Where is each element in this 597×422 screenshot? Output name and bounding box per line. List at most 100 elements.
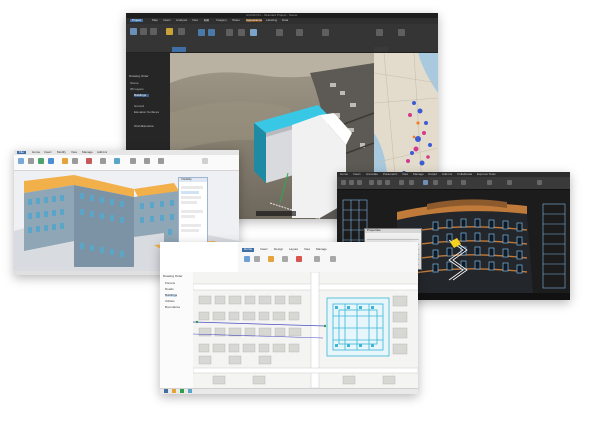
tab-manage[interactable]: Manage	[316, 248, 327, 251]
contents-item-world-elevation[interactable]: WorldElevation	[134, 125, 155, 128]
tab-manage[interactable]: Manage	[82, 151, 93, 154]
tab-analysis[interactable]: Analysis	[176, 19, 188, 22]
tab-view[interactable]: View	[304, 248, 311, 251]
tab-home[interactable]: Home	[242, 248, 255, 252]
dialog-row[interactable]	[181, 210, 203, 213]
tab-appearance[interactable]: Appearance	[246, 19, 263, 22]
property-row[interactable]	[367, 235, 419, 240]
window-icon[interactable]	[48, 158, 54, 164]
tab-parametric[interactable]: Parametric	[383, 173, 398, 176]
plan-map-view[interactable]	[193, 272, 418, 388]
contents-item-3d-layers[interactable]: 3D Layers	[130, 88, 144, 91]
tab-map[interactable]: Map	[152, 19, 158, 22]
curtain-icon[interactable]	[130, 158, 136, 164]
tab-view[interactable]: View	[192, 19, 199, 22]
move-icon[interactable]	[369, 180, 374, 185]
contents-item-elevation[interactable]: Elevation Surfaces	[134, 111, 160, 114]
line-icon[interactable]	[341, 180, 346, 185]
scene-view-tab[interactable]	[172, 47, 186, 52]
locate-icon[interactable]	[238, 29, 245, 36]
properties-icon[interactable]	[447, 180, 452, 185]
bookmarks-icon[interactable]	[140, 28, 147, 35]
export-icon[interactable]	[330, 256, 336, 262]
markup-icon[interactable]	[276, 29, 283, 36]
tab-labeling[interactable]: Labeling	[266, 19, 278, 22]
infographics-icon[interactable]	[250, 29, 257, 36]
plan-item-buildings[interactable]: Buildings	[165, 294, 178, 297]
tab-add-ins[interactable]: Add-ins	[442, 173, 453, 176]
copy-icon[interactable]	[377, 180, 382, 185]
measure-icon[interactable]	[226, 29, 233, 36]
dialog-row[interactable]	[181, 196, 201, 199]
polyline-icon[interactable]	[349, 180, 354, 185]
tab-modify[interactable]: Modify	[57, 151, 66, 154]
browser-icon[interactable]	[180, 389, 184, 393]
tab-collaborate[interactable]: Collaborate	[457, 173, 473, 176]
tab-design[interactable]: Design	[274, 248, 284, 251]
wall-icon[interactable]	[28, 158, 34, 164]
dialog-row[interactable]	[181, 201, 197, 204]
plan-item-utilities[interactable]: Utilities	[165, 300, 175, 303]
folder-icon[interactable]	[172, 389, 176, 393]
attributes-icon[interactable]	[208, 29, 215, 36]
sync-icon[interactable]	[376, 29, 383, 36]
record-icon[interactable]	[296, 256, 302, 262]
plan-item-boundaries[interactable]: Boundaries	[165, 306, 181, 309]
tab-imagery[interactable]: Imagery	[216, 19, 227, 22]
select-icon[interactable]	[198, 29, 205, 36]
railing-icon[interactable]	[144, 158, 150, 164]
column-icon[interactable]	[72, 158, 78, 164]
component-icon[interactable]	[62, 158, 68, 164]
circle-icon[interactable]	[357, 180, 362, 185]
labeling-icon[interactable]	[296, 29, 303, 36]
tab-home[interactable]: Home	[340, 173, 349, 176]
view-icon[interactable]	[537, 180, 542, 185]
tab-layout[interactable]: Layout	[289, 248, 299, 251]
match-properties-icon[interactable]	[461, 180, 466, 185]
measure-icon[interactable]	[487, 180, 492, 185]
map-view-tab[interactable]	[374, 47, 388, 52]
tab-express-tools[interactable]: Express Tools	[477, 173, 496, 176]
tab-insert[interactable]: Insert	[260, 248, 268, 251]
navigate-icon[interactable]	[130, 28, 137, 35]
stair-icon[interactable]	[158, 158, 164, 164]
tab-view[interactable]: View	[71, 151, 78, 154]
measure-icon[interactable]	[314, 256, 320, 262]
modify-icon[interactable]	[18, 158, 24, 164]
add-layer-icon[interactable]	[268, 256, 274, 262]
tab-insert[interactable]: Insert	[163, 19, 171, 22]
add-data-icon[interactable]	[166, 28, 173, 35]
tab-edit[interactable]: Edit	[204, 19, 210, 22]
select-icon[interactable]	[244, 256, 250, 262]
share-icon[interactable]	[398, 29, 405, 36]
start-icon[interactable]	[164, 389, 168, 393]
tab-data[interactable]: Data	[282, 19, 289, 22]
contents-item-scene[interactable]: Scene	[130, 82, 139, 85]
plan-item-roads[interactable]: Roads	[165, 288, 174, 291]
dialog-row[interactable]	[181, 186, 203, 189]
insert-block-icon[interactable]	[433, 180, 438, 185]
edit-icon[interactable]	[282, 256, 288, 262]
tab-share[interactable]: Share	[232, 19, 241, 22]
tab-annotate[interactable]: Annotate	[366, 173, 379, 176]
tab-home[interactable]: Home	[32, 151, 41, 154]
dialog-row[interactable]	[181, 191, 199, 194]
dialog-row[interactable]	[181, 215, 195, 218]
floor-icon[interactable]	[114, 158, 120, 164]
contents-item-ground[interactable]: Ground	[134, 105, 145, 108]
layer-properties-icon[interactable]	[423, 180, 428, 185]
app-icon[interactable]	[188, 389, 192, 393]
dialog-row[interactable]	[181, 224, 201, 227]
tab-file[interactable]: File	[17, 151, 26, 154]
basemap-icon[interactable]	[150, 28, 157, 35]
contents-item-buildings[interactable]: Buildings	[134, 94, 150, 97]
layer-icon[interactable]	[178, 28, 185, 35]
dimension-icon[interactable]	[409, 180, 414, 185]
text-icon[interactable]	[399, 180, 404, 185]
search-icon[interactable]	[202, 158, 208, 164]
ceiling-icon[interactable]	[100, 158, 106, 164]
tab-view[interactable]: View	[402, 173, 409, 176]
tab-insert[interactable]: Insert	[353, 173, 361, 176]
tab-insert[interactable]: Insert	[44, 151, 52, 154]
tab-manage[interactable]: Manage	[413, 173, 424, 176]
